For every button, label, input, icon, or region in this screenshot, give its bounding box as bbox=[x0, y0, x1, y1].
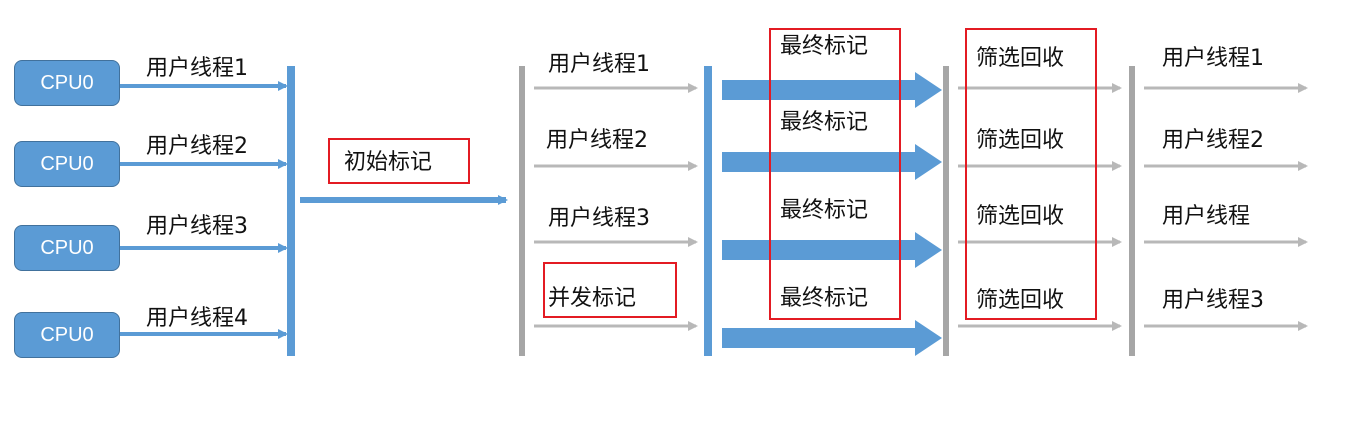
initial-mark-box bbox=[328, 138, 470, 184]
stage2-thread-label-1: 用户线程1 bbox=[548, 52, 650, 77]
final-mark-arrow-4 bbox=[722, 320, 942, 356]
final-mark-label-3: 最终标记 bbox=[780, 198, 869, 223]
stage2-thread-label-3: 用户线程3 bbox=[548, 206, 650, 231]
safepoint-bar-1 bbox=[287, 66, 295, 356]
final-mark-arrow-2 bbox=[722, 144, 942, 180]
cpu-box-4: CPU0 bbox=[14, 312, 120, 358]
initial-mark-label: 初始标记 bbox=[344, 150, 433, 175]
cleanup-label-3: 筛选回收 bbox=[976, 204, 1065, 229]
concurrent-mark-label: 并发标记 bbox=[548, 286, 637, 311]
cleanup-label-4: 筛选回收 bbox=[976, 288, 1065, 313]
cleanup-label-2: 筛选回收 bbox=[976, 128, 1065, 153]
final-mark-label-2: 最终标记 bbox=[780, 110, 869, 135]
stage1-thread-label-3: 用户线程3 bbox=[146, 214, 248, 239]
stage2-thread-label-2: 用户线程2 bbox=[546, 128, 648, 153]
final-mark-box bbox=[769, 28, 901, 320]
cleanup-box bbox=[965, 28, 1097, 320]
final-mark-arrow-3 bbox=[722, 232, 942, 268]
safepoint-bar-2 bbox=[519, 66, 525, 356]
stage1-thread-label-1: 用户线程1 bbox=[146, 56, 248, 81]
cleanup-label-1: 筛选回收 bbox=[976, 46, 1065, 71]
stage4-thread-label-1: 用户线程1 bbox=[1162, 46, 1264, 71]
final-mark-arrow-1 bbox=[722, 72, 942, 108]
stage4-thread-label-3: 用户线程 bbox=[1162, 204, 1251, 229]
safepoint-bar-5 bbox=[1129, 66, 1135, 356]
cpu-box-2: CPU0 bbox=[14, 141, 120, 187]
stage1-thread-label-4: 用户线程4 bbox=[146, 306, 248, 331]
safepoint-bar-3 bbox=[704, 66, 712, 356]
safepoint-bar-4 bbox=[943, 66, 949, 356]
cpu-box-3: CPU0 bbox=[14, 225, 120, 271]
stage1-thread-label-2: 用户线程2 bbox=[146, 134, 248, 159]
stage4-thread-label-4: 用户线程3 bbox=[1162, 288, 1264, 313]
final-mark-label-4: 最终标记 bbox=[780, 286, 869, 311]
final-mark-label-1: 最终标记 bbox=[780, 34, 869, 59]
cpu-box-1: CPU0 bbox=[14, 60, 120, 106]
concurrent-mark-box bbox=[543, 262, 677, 318]
stage4-thread-label-2: 用户线程2 bbox=[1162, 128, 1264, 153]
